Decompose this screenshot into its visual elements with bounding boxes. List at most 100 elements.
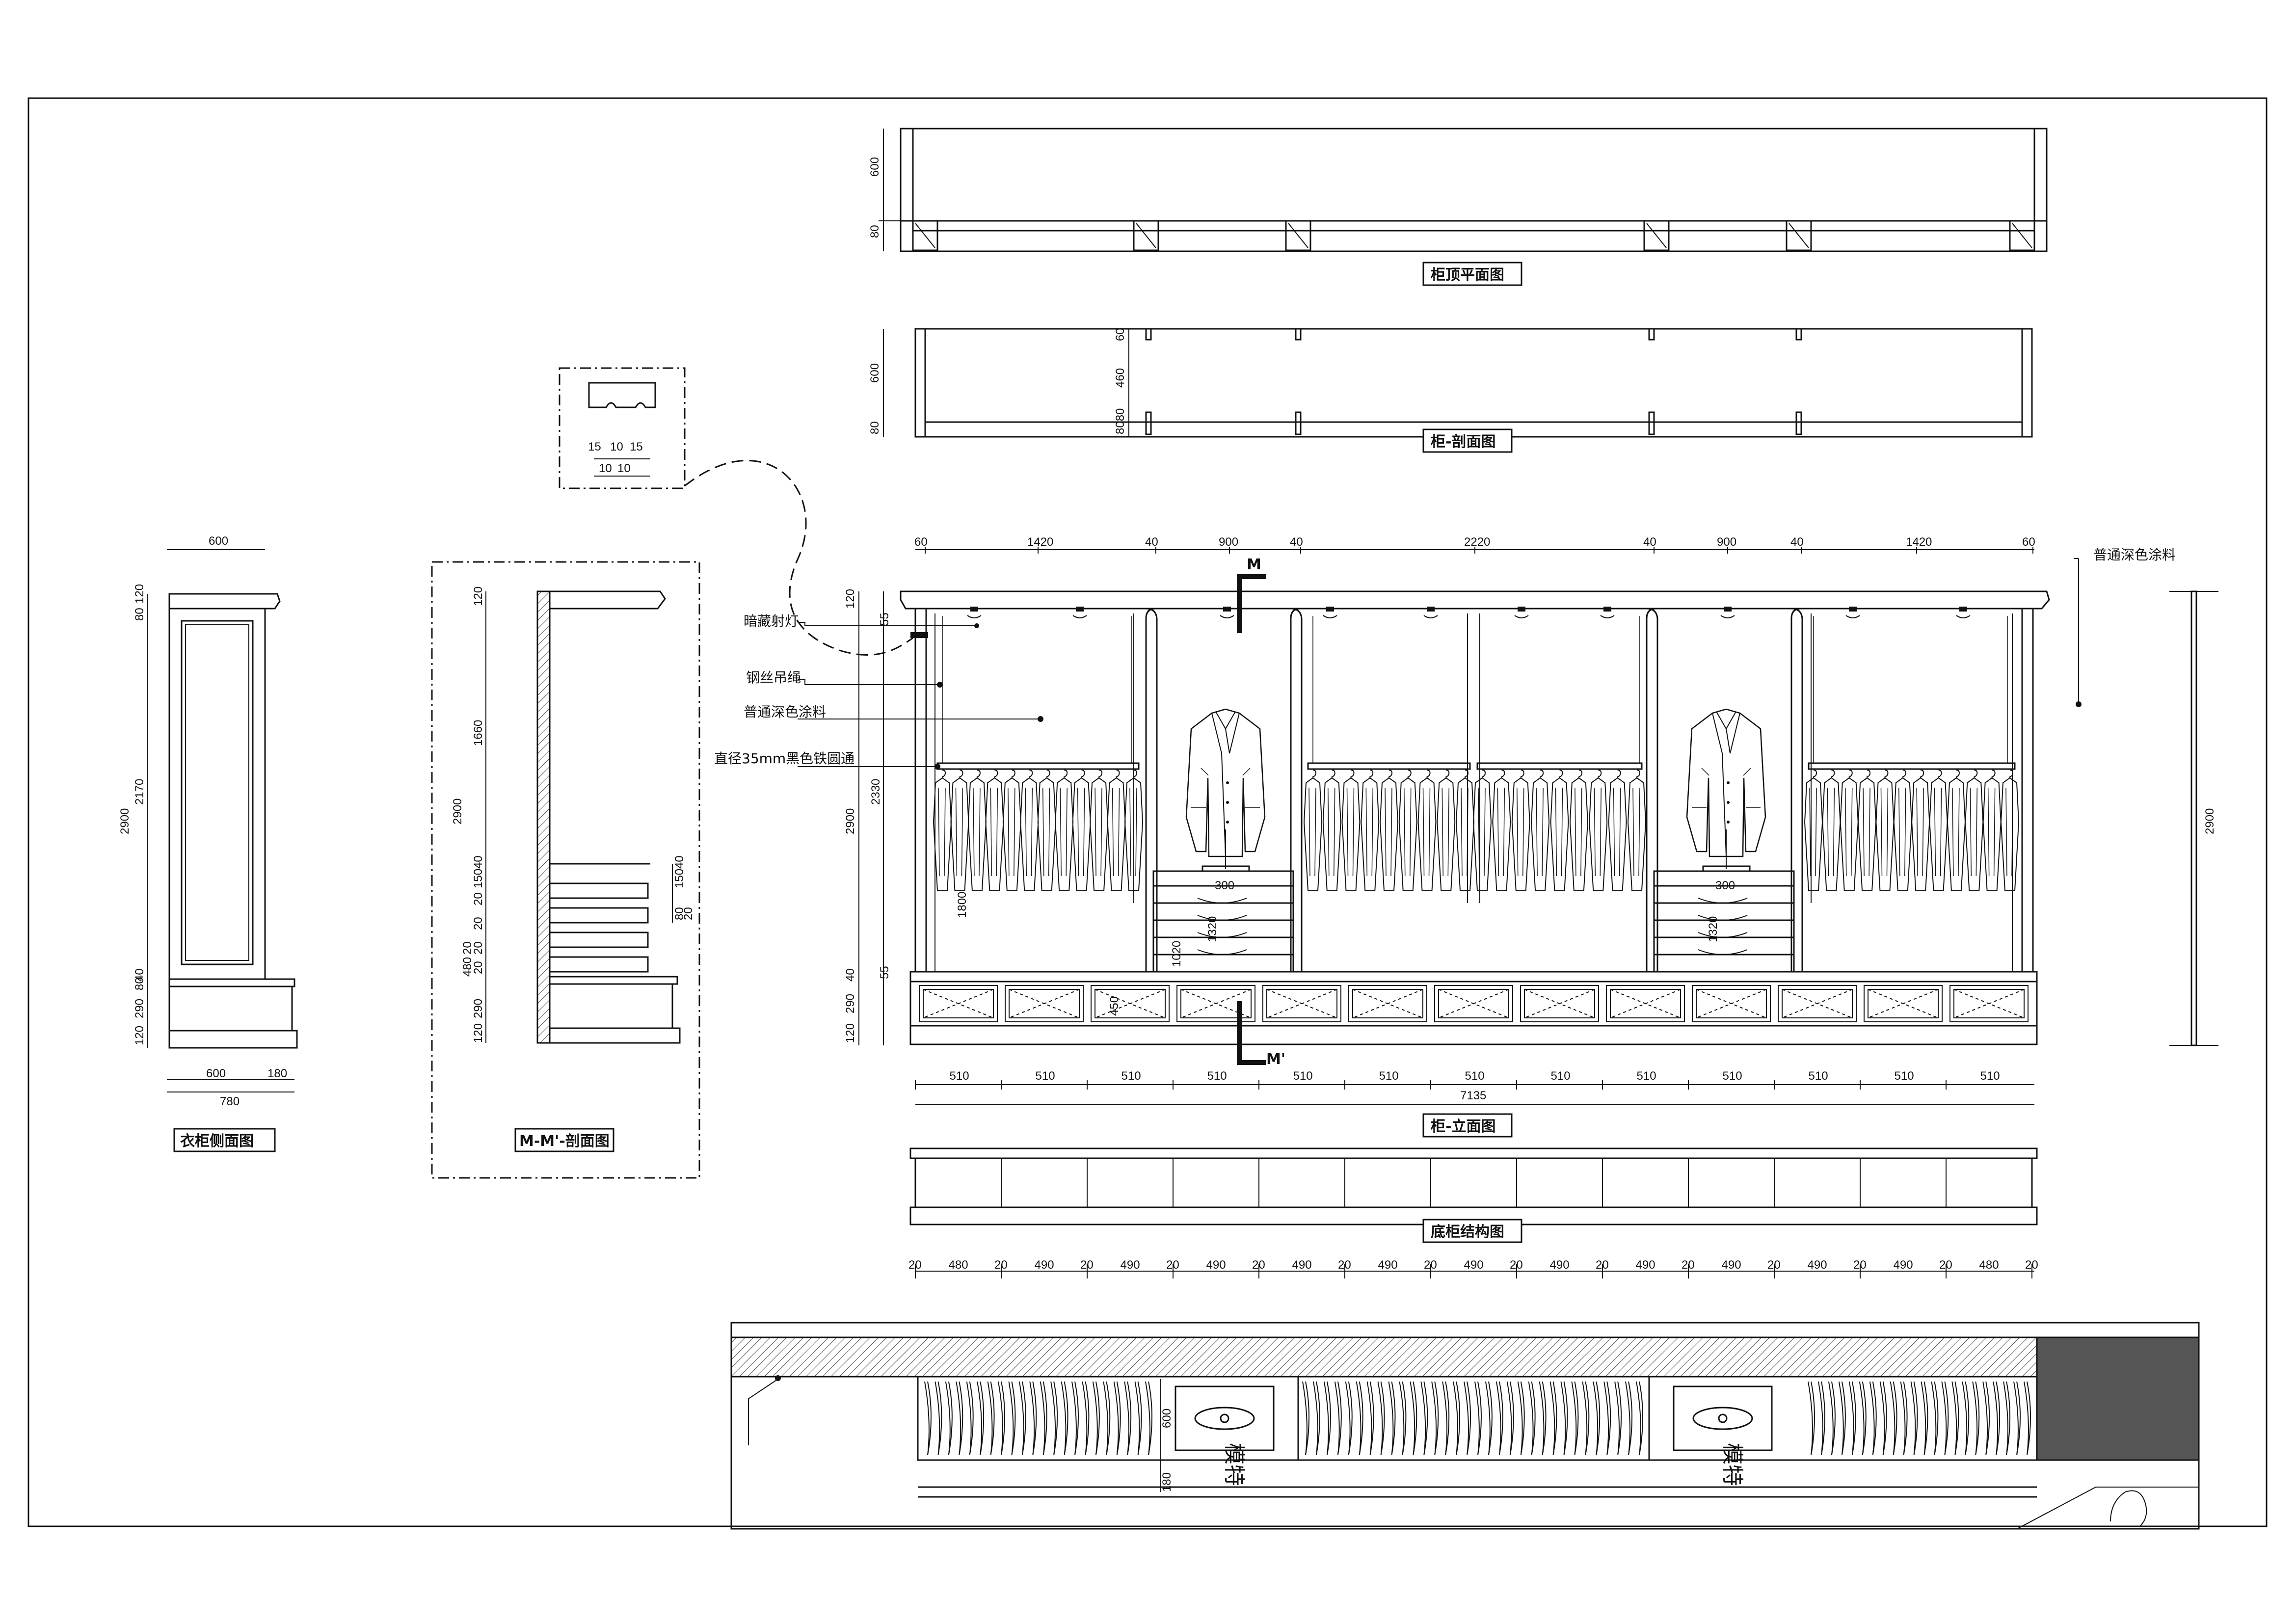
dim-base-span-7: 490 (1550, 1258, 1570, 1272)
garment-icon (985, 770, 1004, 891)
base-drawer-cross (1352, 989, 1423, 1018)
dim-mm-120b: 120 (472, 1023, 485, 1043)
dim-side-2170: 2170 (133, 779, 146, 805)
garment-icon (1947, 770, 1966, 891)
dim-section-8080: 8080 (1114, 408, 1127, 434)
plan-garment-arc (1399, 1381, 1407, 1456)
plan-garment-arc (1302, 1381, 1309, 1456)
garment-icon (1858, 770, 1877, 891)
base-drawer-cross (1524, 989, 1595, 1018)
dim-elev-120b: 120 (844, 1023, 857, 1043)
base-drawer-inset (1438, 989, 1509, 1018)
garment-icon (1840, 770, 1859, 891)
dim-elev-bottom-11: 510 (1895, 1069, 1914, 1083)
plan-garment-arc (1134, 1381, 1142, 1456)
dim-side-120: 120 (133, 584, 146, 604)
section-marker-m (1237, 574, 1266, 1065)
base-drawer-panel (919, 985, 998, 1022)
garment-icon (1608, 770, 1627, 891)
garment-icon (1511, 770, 1530, 891)
dim-elev-right-2900: 2900 (2203, 808, 2216, 834)
dim-mm-80: 80 (673, 907, 686, 920)
plan-garment-arc (1517, 1381, 1525, 1456)
base-drawer-cross (1868, 989, 1939, 1018)
dim-detail-10b: 10 (599, 462, 612, 475)
plan-garment-arc (966, 1381, 974, 1456)
dim-elev-120: 120 (844, 589, 857, 609)
profile-detail (559, 367, 913, 656)
plan-garment-arc (956, 1381, 963, 1456)
plan-garment-arc (1848, 1381, 1856, 1456)
dim-base-span-4: 490 (1292, 1258, 1312, 1272)
dim-elev-top-4: 40 (1290, 535, 1303, 549)
plan-garment-arc (1859, 1381, 1867, 1456)
garment-icon (1473, 770, 1492, 891)
garment-icon (1020, 770, 1039, 891)
garment-icon (950, 770, 969, 891)
base-drawer-cross (1953, 989, 2025, 1018)
dim-section-60: 60 (1114, 328, 1127, 341)
base-drawer-cross (923, 989, 994, 1018)
plan-garment-arc (1431, 1381, 1439, 1456)
dim-elev-1020: 1020 (1170, 941, 1183, 967)
dim-side-600-top: 600 (209, 534, 228, 548)
plan-garment-arc (1029, 1381, 1037, 1456)
garment-icon (1911, 770, 1930, 891)
plan-garment-arc (1442, 1381, 1450, 1456)
plan-garment-arc (1008, 1381, 1016, 1456)
plan-garment-arc (1474, 1381, 1482, 1456)
base-drawer-cross (1696, 989, 1767, 1018)
dim-elev-bottom-5: 510 (1379, 1069, 1399, 1083)
dim-elev-top-0: 60 (914, 535, 928, 549)
base-drawer-panel (1176, 985, 1255, 1022)
garment-icon (2001, 770, 2019, 891)
dim-side-80b: 80 (133, 977, 146, 990)
dim-base-span-9: 490 (1722, 1258, 1741, 1272)
dim-base-span-10: 490 (1808, 1258, 1827, 1272)
dim-elev-bottom-0: 510 (950, 1069, 969, 1083)
garment-icon (1437, 770, 1456, 891)
garment-icon (1322, 770, 1341, 891)
base-drawer-cross (1095, 989, 1166, 1018)
dim-base-span-8: 490 (1636, 1258, 1655, 1272)
plan-garment-arc (1092, 1381, 1100, 1456)
dim-elev-55b: 55 (878, 966, 891, 979)
dim-base-span-2: 490 (1121, 1258, 1140, 1272)
plan-garment-arc (987, 1381, 995, 1456)
plan-garment-arc (1071, 1381, 1079, 1456)
title-top-plan: 柜顶平面图 (1431, 266, 1504, 284)
plan-garment-arc (1050, 1381, 1058, 1456)
plan-garment-arc (1869, 1381, 1877, 1456)
dim-base-span-3: 490 (1206, 1258, 1226, 1272)
dim-elev-bottom-9: 510 (1723, 1069, 1742, 1083)
dim-top-plan-80: 80 (868, 225, 881, 238)
dim-detail-10c: 10 (617, 462, 631, 475)
hanging-garments (933, 770, 2019, 891)
plan-garment-arc (1921, 1381, 1928, 1456)
plan-garment-arc (1560, 1381, 1568, 1456)
base-drawer-cross (1782, 989, 1853, 1018)
base-drawers (919, 985, 2029, 1022)
plan-garment-arc (1485, 1381, 1493, 1456)
dim-elev-total-7135: 7135 (1460, 1089, 1486, 1102)
dim-elev-290: 290 (844, 994, 857, 1013)
dim-elev-300-left: 300 (1215, 879, 1234, 892)
dim-plan-600: 600 (1160, 1409, 1174, 1428)
dim-detail-15b: 15 (630, 440, 643, 453)
base-drawer-inset (1095, 989, 1166, 1018)
plan-garment-arc (1817, 1381, 1825, 1456)
plan-garment-arc (1464, 1381, 1471, 1456)
dim-elev-bottom-8: 510 (1637, 1069, 1656, 1083)
dim-elev-top-2: 40 (1145, 535, 1158, 549)
base-drawer-inset (1266, 989, 1337, 1018)
garment-icon (1107, 770, 1126, 891)
base-drawer-cross (1610, 989, 1681, 1018)
dim-mm-20e: 20 (461, 941, 474, 955)
plan-garment-arc (1941, 1381, 1949, 1456)
dim-elev-2330: 2330 (869, 779, 882, 805)
dim-mm-40b: 40 (673, 855, 686, 869)
plan-garment-arc (1931, 1381, 1939, 1456)
dim-elev-40: 40 (844, 968, 857, 982)
